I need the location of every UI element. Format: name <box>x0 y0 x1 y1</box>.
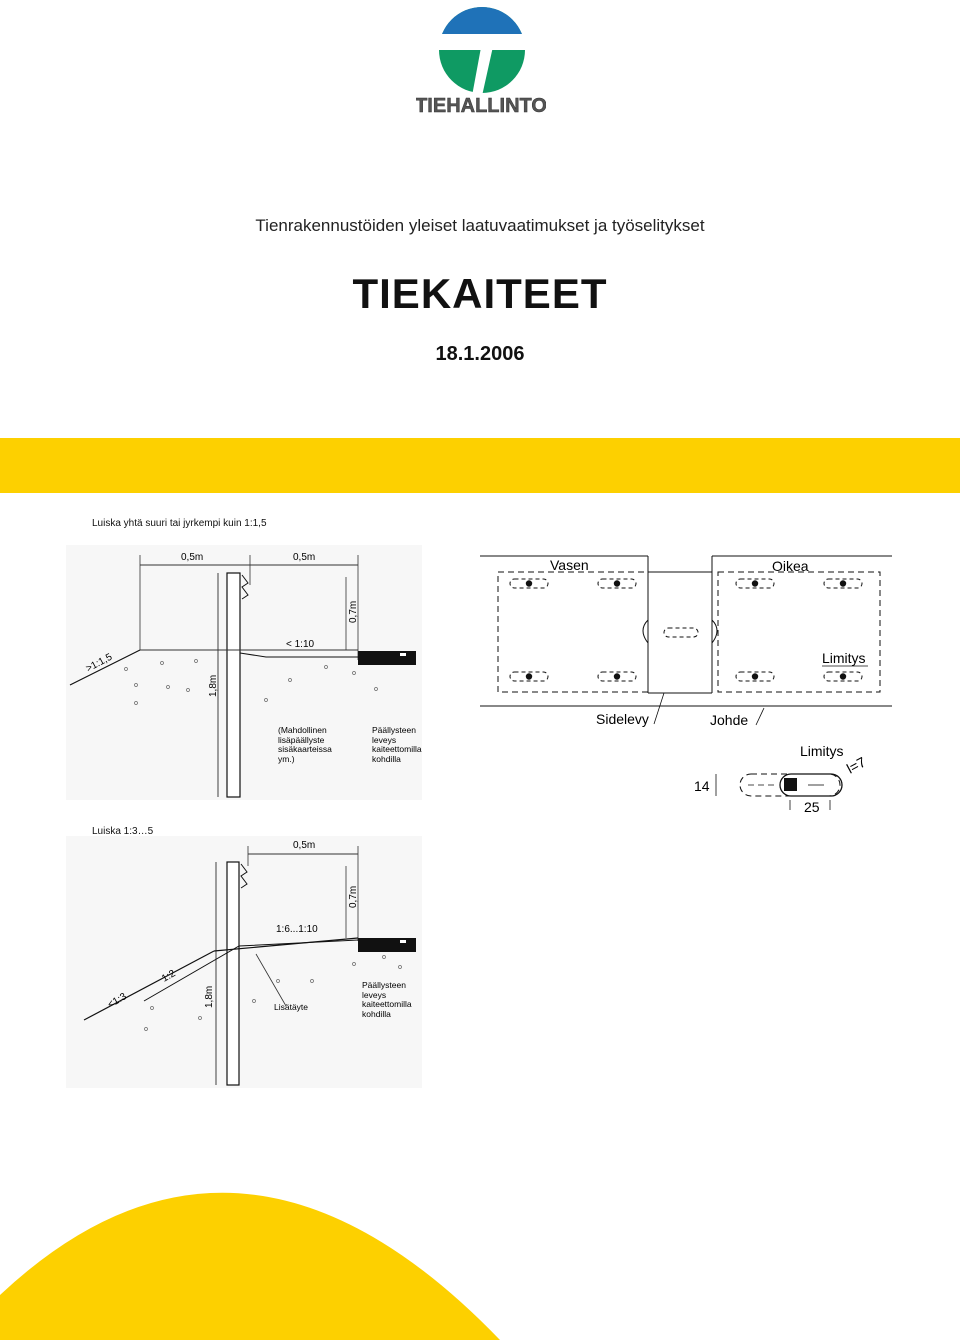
figure1-note-left-3: sisäkaarteissa <box>278 744 332 754</box>
figure2-caption: Luiska 1:3…5 <box>92 826 154 837</box>
figure2-note-right-4: kohdilla <box>362 1009 391 1019</box>
figure2-depth: 1,8m <box>204 986 215 1008</box>
figure3-dim-height: 14 <box>694 778 710 794</box>
figure3-label-right: Oikea <box>772 558 809 574</box>
figure3-detail-overlap: Limitys <box>800 743 844 759</box>
figure1-depth: 1,8m <box>208 675 219 697</box>
figure3-detail-l: l=7 <box>844 753 869 776</box>
yellow-band <box>0 438 960 493</box>
figure1-caption: Luiska yhtä suuri tai jyrkempi kuin 1:1,… <box>92 518 267 529</box>
figure1-note-left-4: ym.) <box>278 754 295 764</box>
figure3-label-left: Vasen <box>550 557 589 573</box>
document-title: TIEKAITEET <box>352 270 608 317</box>
figure2-dim: 0,5m <box>293 840 315 851</box>
figure1-slope-top: < 1:10 <box>286 639 315 650</box>
figure3-label-overlap: Limitys <box>822 650 866 666</box>
tiehallinto-logo: TIEHALLINTO <box>416 7 546 117</box>
figure1-dim-b: 0,5m <box>293 552 315 563</box>
figure1-note-left-2: lisäpäällyste <box>278 735 325 745</box>
figure1-note-right-3: kaiteettomilla <box>372 744 422 754</box>
figure3-dim-width: 25 <box>804 799 820 815</box>
figure1-drawing: 0,5m 0,5m 1,8m 0,7m < 1:10 >1:1,5 (Mahdo… <box>66 545 422 800</box>
figure3-label-rail: Johde <box>710 712 748 728</box>
figure1-note-right-1: Päällysteen <box>372 725 416 735</box>
logo-text: TIEHALLINTO <box>416 95 546 117</box>
figure1-note-right-2: leveys <box>372 735 396 745</box>
figure3-drawing: Vasen Oikea Limitys Sidelevy Johde Limit… <box>480 555 892 815</box>
yellow-arc-decoration <box>0 1192 500 1340</box>
figure2-note-right-3: kaiteettomilla <box>362 999 412 1009</box>
figure2-drawing: 0,5m 1,8m 0,7m 1:6...1:10 1:2 <1:3 Lisät… <box>66 836 422 1088</box>
figure1-note-left-1: (Mahdollinen <box>278 725 327 735</box>
figure3-label-sideplate: Sidelevy <box>596 711 649 727</box>
document-subtitle: Tienrakennustöiden yleiset laatuvaatimuk… <box>255 216 705 235</box>
figure2-note-right-1: Päällysteen <box>362 980 406 990</box>
figure2-slope-top: 1:6...1:10 <box>276 924 318 935</box>
figure1-note-right-4: kohdilla <box>372 754 401 764</box>
document-date: 18.1.2006 <box>435 343 525 365</box>
figure1-dim-a: 0,5m <box>181 552 203 563</box>
figure2-fill-label: Lisätäyte <box>274 1002 308 1012</box>
figure1-height: 0,7m <box>348 601 359 623</box>
figure2-height: 0,7m <box>348 886 359 908</box>
figure2-note-right-2: leveys <box>362 990 386 1000</box>
